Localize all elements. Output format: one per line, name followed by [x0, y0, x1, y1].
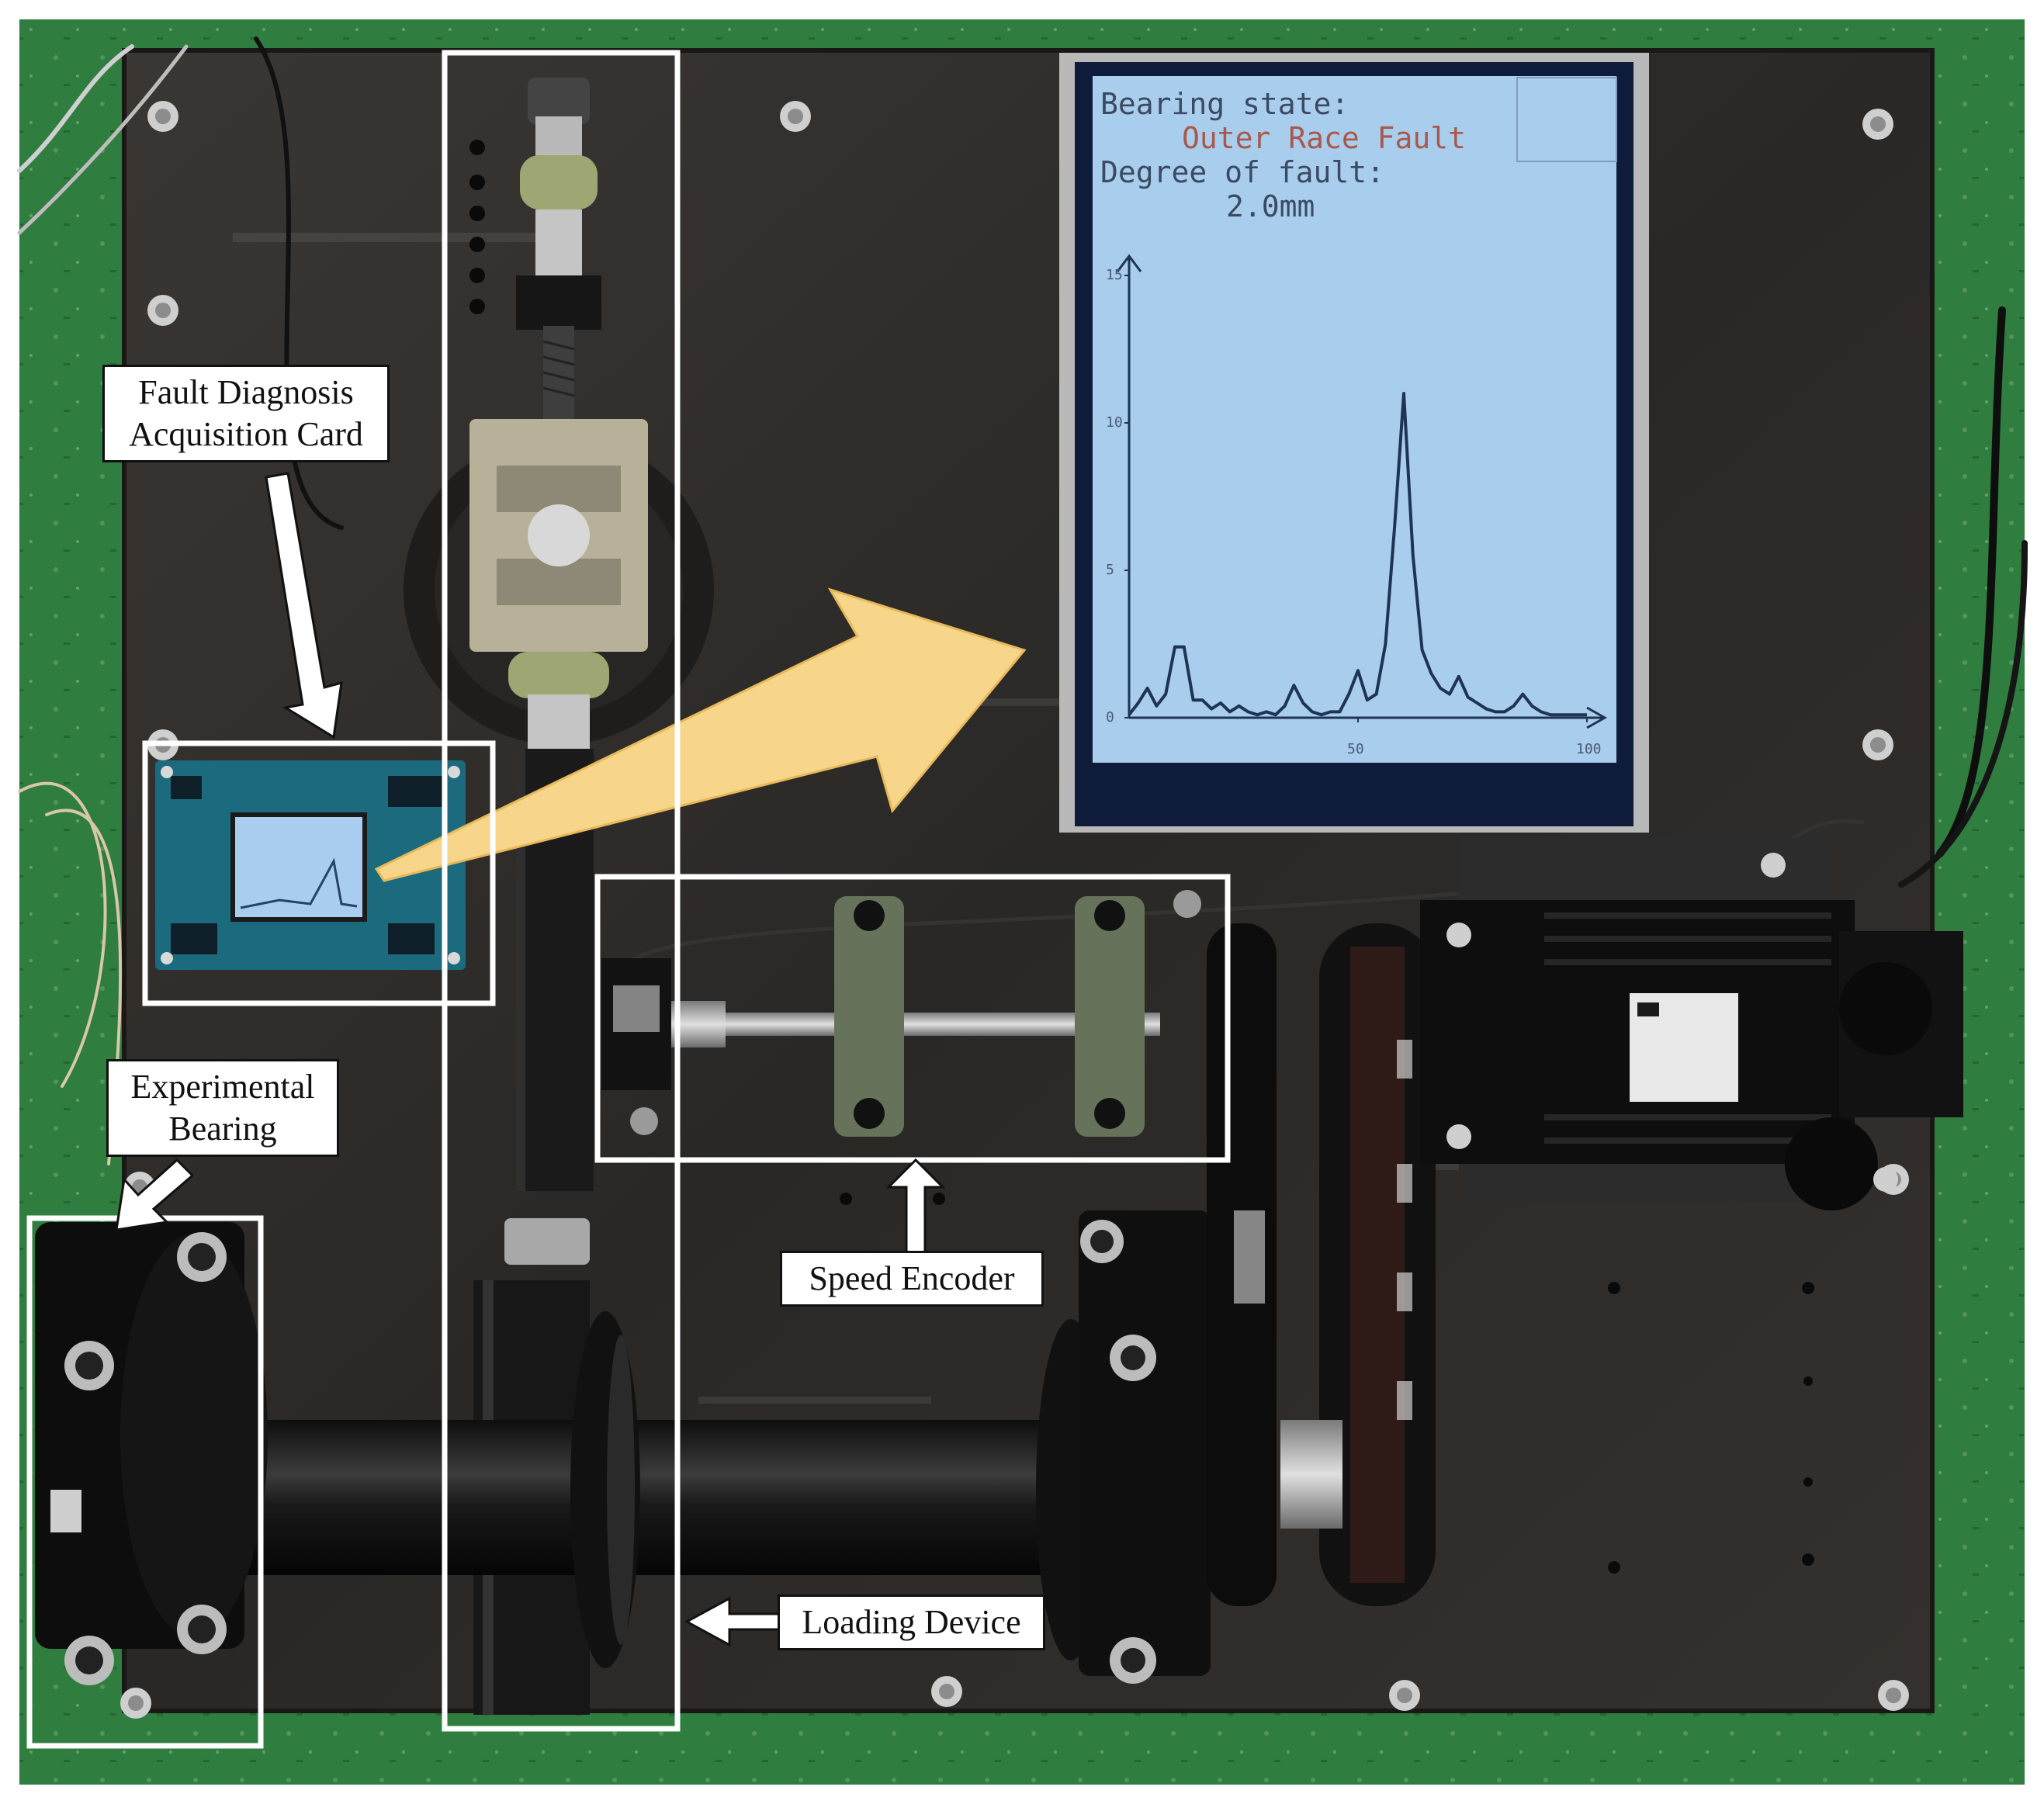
x-tick-label: 50	[1347, 741, 1364, 757]
spectrum-series-line	[1128, 392, 1587, 717]
speed-encoder-callout-label: Speed Encoder	[809, 1259, 1015, 1297]
x-tick-label: 100	[1576, 741, 1602, 757]
plate-bolts	[120, 101, 1909, 1719]
speed-encoder-highlight-box	[594, 874, 1231, 1163]
speed-encoder-assembly	[601, 890, 1201, 1137]
support-bearing-housing	[1079, 1210, 1211, 1684]
fault-card-callout-line-1: Fault Diagnosis	[138, 373, 354, 411]
lcd-degree-label: Degree of fault:	[1100, 155, 1385, 189]
fault-card-callout: Fault Diagnosis Acquisition Card	[102, 365, 390, 462]
lcd-state-label: Bearing state:	[1100, 87, 1349, 121]
belt-drive	[1207, 923, 1436, 1606]
experimental-bearing-callout-line-2: Bearing	[168, 1110, 277, 1148]
experimental-bearing-callout: Experimental Bearing	[106, 1059, 339, 1157]
lcd-state-value: Outer Race Fault	[1182, 121, 1467, 155]
acquisition-card-highlight-box	[142, 740, 496, 1006]
loading-device-callout-label: Loading Device	[802, 1603, 1021, 1641]
callout-arrows	[115, 472, 946, 1647]
servo-motor	[1420, 838, 1963, 1210]
experimental-bearing-callout-line-1: Experimental	[130, 1068, 315, 1106]
lcd-degree-value: 2.0mm	[1226, 189, 1315, 223]
acquisition-card-pcb	[155, 760, 466, 970]
y-tick-label: 15	[1106, 267, 1123, 283]
experimental-bearing-housing	[35, 1222, 268, 1685]
y-tick-label: 0	[1106, 709, 1114, 725]
loading-device-highlight-box	[442, 50, 681, 1732]
y-tick-label: 5	[1106, 562, 1114, 578]
speed-encoder-callout: Speed Encoder	[780, 1251, 1044, 1307]
zoom-arrow	[374, 587, 1027, 882]
loading-device-callout: Loading Device	[778, 1595, 1045, 1650]
spectrum-plot	[1116, 254, 1608, 729]
y-tick-label: 10	[1106, 414, 1123, 431]
fault-card-callout-line-2: Acquisition Card	[129, 415, 363, 453]
